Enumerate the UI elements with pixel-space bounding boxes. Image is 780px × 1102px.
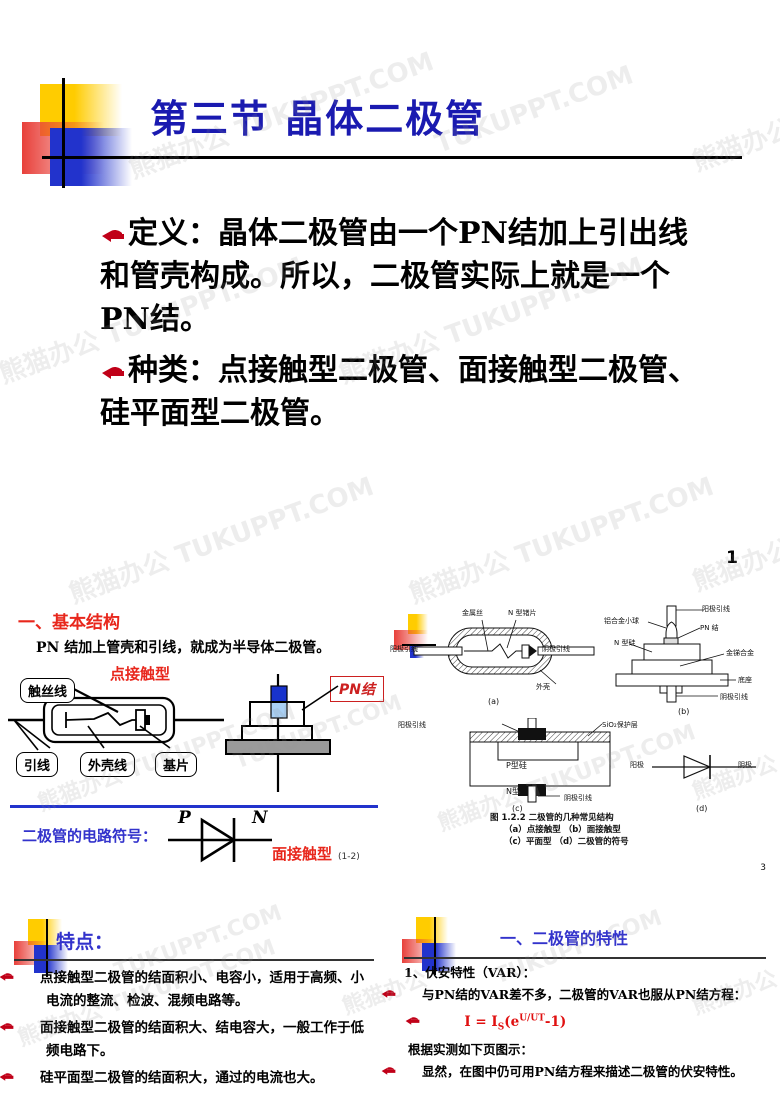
callout-lead-wire: 引线 xyxy=(16,752,59,777)
slide1-bullet-1-text: 点接触型二极管、面接触型二极管、硅平面型二极管。 xyxy=(100,353,698,431)
figure-b-label-al-ball: 铝合金小球 xyxy=(604,617,639,625)
figure-b-tag: (b) xyxy=(678,707,690,716)
callout-shell-wire: 外壳线 xyxy=(80,752,136,777)
slide2-footer-number: (1-2) xyxy=(338,852,360,862)
figure-c-label-sio2-layer: SiO₂保护层 xyxy=(602,721,638,729)
figure-a-tag: (a) xyxy=(488,697,500,706)
slide4-bullet-2: 硅平面型二极管的结面积大，通过的电流也大。 xyxy=(40,1070,324,1086)
deco-yellow-square xyxy=(28,919,62,945)
symbol-label-n: N xyxy=(252,808,268,828)
deco-horizontal-line xyxy=(402,644,436,646)
slide-characteristics-features: 特点： 点接触型二极管的结面积小、电容小，适用于高频、小电流的整流、检波、混频电… xyxy=(0,905,390,1102)
figure-b-label-n-silicon: N 型硅 xyxy=(614,639,636,647)
hand-pointer-icon xyxy=(0,1017,39,1031)
slide5-note: 根据实测如下页图示： xyxy=(408,1042,534,1058)
slide4-body: 点接触型二极管的结面积小、电容小，适用于高频、小电流的整流、检波、混频电路等。 … xyxy=(0,967,374,1090)
figure-b-label-cathode-lead: 阴极引线 xyxy=(720,693,748,701)
figure-c-label-anode-lead: 阳极引线 xyxy=(398,721,426,729)
figure-a-label-anode-lead: 阳极引线 xyxy=(390,645,418,653)
hand-pointer-icon xyxy=(381,1062,421,1075)
slide5-body: 1、伏安特性（VAR）： 与PN结的VAR差不多，二极管的VAR也服从PN结方程… xyxy=(381,963,770,1082)
slide4-bullet-1: 面接触型二极管的结面积大、结电容大，一般工作于低频电路下。 xyxy=(40,1020,364,1059)
hand-pointer-icon xyxy=(100,365,126,381)
figure-b-label-pn-junction: PN 结 xyxy=(700,624,719,632)
figure-b-drawing xyxy=(615,605,736,703)
figure-a-label-cathode-lead: 阴极引线 xyxy=(542,645,570,653)
slide3-page-number: 3 xyxy=(760,863,766,873)
symbol-label-p: P xyxy=(178,808,191,828)
point-contact-diode-drawing xyxy=(8,685,224,751)
figure-b-label-base: 底座 xyxy=(738,676,752,684)
slide2-divider xyxy=(10,805,378,808)
deco-vertical-line xyxy=(46,919,48,977)
figure-d-diode-symbol xyxy=(652,755,756,779)
formula-open: (e xyxy=(504,1013,520,1030)
slide1-bullet-1-lead: 种类： xyxy=(128,353,218,388)
ppt-decoration-block xyxy=(14,919,94,977)
slide4-title: 特点： xyxy=(56,931,114,953)
callout-whisker-wire: 触丝线 xyxy=(20,678,76,703)
section-subtitle: PN 结加上管壳和引线，就成为半导体二极管。 xyxy=(36,640,331,656)
slide5-item-number: 1、伏安特性（VAR）： xyxy=(404,965,536,980)
figure-a-label-shell: 外壳 xyxy=(536,683,550,691)
formula-close: -1) xyxy=(544,1013,567,1030)
slide-title-definition: 第三节 晶体二极管 定义：晶体二极管由一个PN结加上引出线和管壳构成。所以，二极… xyxy=(22,78,742,568)
label-face-contact: 面接触型 xyxy=(272,845,333,863)
deco-yellow-square xyxy=(416,917,448,943)
figure-d-label-cathode: 阴极 xyxy=(738,761,752,769)
figure-a-label-n-germanium: N 型锗片 xyxy=(508,609,537,617)
slide-basic-structure: 一、基本结构 PN 结加上管壳和引线，就成为半导体二极管。 点接触型 面接触型 … xyxy=(0,590,390,905)
slide5-title: 一、二极管的特性 xyxy=(500,929,629,948)
hand-pointer-icon xyxy=(100,228,126,244)
hand-pointer-icon xyxy=(0,1067,39,1081)
figure-c-drawing xyxy=(469,718,611,803)
figure-c-label-p-silicon: P型硅 xyxy=(506,761,527,770)
figure-a-label-metal-wire: 金属丝 xyxy=(462,609,483,617)
hand-pointer-icon xyxy=(0,967,39,981)
callout-substrate: 基片 xyxy=(155,752,198,777)
figure-d-label-anode: 阳极 xyxy=(630,761,644,769)
figure-d-tag: (d) xyxy=(696,804,708,813)
figure-c-tag: (c) xyxy=(512,804,523,813)
figure-b-label-gold-antimony: 金锑合金 xyxy=(726,649,754,657)
symbol-caption: 二极管的电路符号： xyxy=(22,827,158,845)
hand-pointer-icon xyxy=(404,1012,421,1025)
deco-vertical-line xyxy=(434,917,436,975)
hand-pointer-icon xyxy=(381,985,421,998)
figure-a-drawing xyxy=(413,619,595,685)
figure-c-label-n-silicon: N型硅 xyxy=(506,787,528,796)
formula-exponent: U/UT xyxy=(519,1013,545,1023)
figure-caption-title: 图 1.2.2 二极管的几种常见结构 xyxy=(490,813,614,823)
figure-caption-line-2: （c）平面型 （d）二极管的符号 xyxy=(504,837,629,847)
slide-textbook-figure: 金属丝 N 型锗片 阳极引线 阴极引线 外壳 (a) 阳极引线 铝合金小球 PN… xyxy=(390,590,780,905)
var-formula: I = IS(eU/UT-1) xyxy=(464,1013,567,1033)
page-title: 第三节 晶体二极管 xyxy=(150,97,486,141)
slide5-bullet-1: 显然，在图中仍可用PN结方程来描述二极管的伏安特性。 xyxy=(422,1064,743,1080)
deco-horizontal-line xyxy=(42,156,742,159)
section-heading: 一、基本结构 xyxy=(18,613,120,633)
pn-junction-callout-box: PN结 xyxy=(330,676,384,702)
slide1-bullet-0-text: 晶体二极管由一个PN结加上引出线和管壳构成。所以，二极管实际上就是一个PN结。 xyxy=(100,216,688,337)
formula-subscript: S xyxy=(497,1022,505,1033)
slide5-rule xyxy=(404,957,766,959)
slide1-body: 定义：晶体二极管由一个PN结加上引出线和管壳构成。所以，二极管实际上就是一个PN… xyxy=(100,212,700,435)
formula-lead: I = I xyxy=(464,1013,498,1030)
deco-vertical-line xyxy=(62,78,65,188)
ppt-decoration-block xyxy=(22,78,742,188)
figure-caption: 图 1.2.2 二极管的几种常见结构 （a）点接触型 （b）面接触型 （c）平面… xyxy=(490,812,629,848)
face-contact-diode-drawing xyxy=(225,674,339,792)
slide-diode-characteristics: 一、二极管的特性 1、伏安特性（VAR）： 与PN结的VAR差不多，二极管的VA… xyxy=(381,905,780,1102)
figure-b-label-anode-lead: 阳极引线 xyxy=(702,605,730,613)
slide1-bullet-0-lead: 定义： xyxy=(128,216,218,251)
figure-c-label-cathode-lead: 阴极引线 xyxy=(564,794,592,802)
slide1-page-number: 1 xyxy=(726,548,738,568)
diode-circuit-symbol xyxy=(168,817,272,863)
slide4-rule xyxy=(14,959,374,961)
slide5-bullet-0: 与PN结的VAR差不多，二极管的VAR也服从PN结方程： xyxy=(422,987,747,1002)
label-point-contact: 点接触型 xyxy=(110,665,171,683)
figure-caption-line-1: （a）点接触型 （b）面接触型 xyxy=(504,825,621,835)
slide4-bullet-0: 点接触型二极管的结面积小、电容小，适用于高频、小电流的整流、检波、混频电路等。 xyxy=(40,970,364,1009)
deco-yellow-square xyxy=(408,614,428,634)
